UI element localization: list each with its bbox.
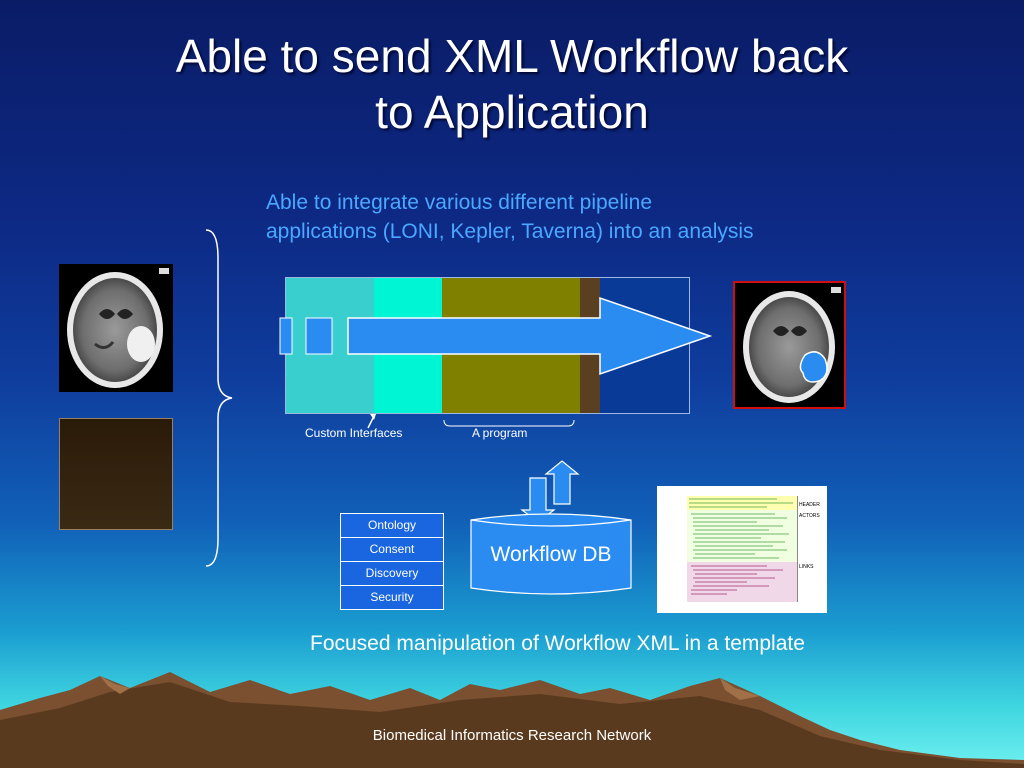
ct-scan-image-left	[59, 264, 173, 392]
xml-template-thumbnail: HEADER ACTORS LINKS	[657, 486, 827, 613]
integrate-line-2: applications (LONI, Kepler, Taverna) int…	[266, 220, 754, 243]
ct-scan-image-right	[733, 281, 846, 409]
focused-manipulation-text: Focused manipulation of Workflow XML in …	[310, 632, 805, 655]
workflow-db-label: Workflow DB	[490, 543, 612, 566]
stack-item-ontology: Ontology	[340, 513, 444, 537]
title-line-1: Able to send XML Workflow back	[175, 30, 849, 82]
pipeline-markers	[367, 414, 575, 429]
footer-text: Biomedical Informatics Research Network	[372, 727, 652, 744]
stack-item-discovery: Discovery	[340, 561, 444, 585]
workflow-db-cylinder-icon	[470, 513, 632, 595]
up-down-arrows-icon	[520, 460, 580, 523]
curly-brace-icon	[205, 229, 233, 567]
xml-label-links: LINKS	[799, 564, 814, 570]
xml-label-header: HEADER	[799, 502, 820, 508]
slide-title: Able to send XML Workflow back to Applic…	[40, 28, 984, 140]
integrate-line-1: Able to integrate various different pipe…	[266, 191, 653, 214]
empty-image-left	[59, 418, 173, 530]
stack-item-security: Security	[340, 585, 444, 610]
stack-item-consent: Consent	[340, 537, 444, 561]
caption-custom-interfaces: Custom Interfaces	[305, 426, 403, 440]
title-line-2: to Application	[375, 86, 649, 138]
service-stack: Ontology Consent Discovery Security	[340, 513, 444, 610]
workflow-arrow-icon	[279, 296, 713, 376]
xml-label-actors: ACTORS	[799, 513, 820, 519]
integrate-description: Able to integrate various different pipe…	[266, 188, 886, 246]
mountain-landscape	[0, 672, 1024, 768]
caption-a-program: A program	[472, 426, 528, 440]
